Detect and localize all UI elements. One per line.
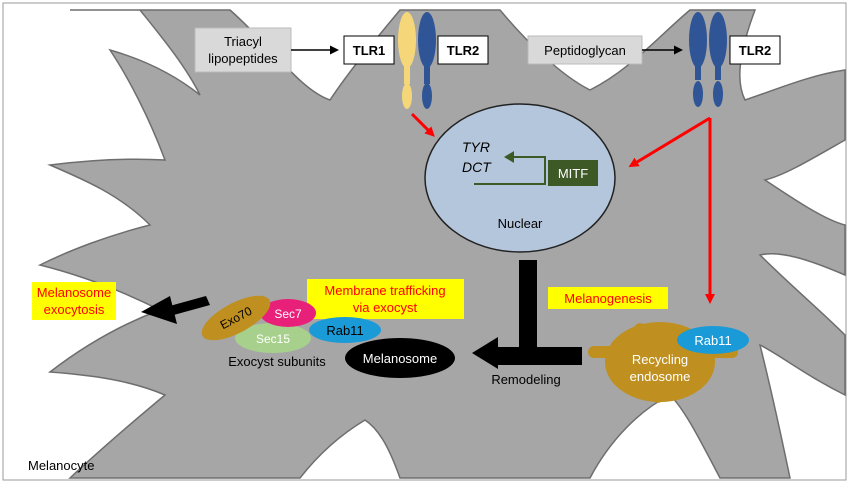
membrane-trafficking-line1: Membrane trafficking [324, 283, 445, 298]
membrane-trafficking-highlight: Membrane trafficking via exocyst [307, 279, 464, 319]
nucleus [424, 103, 616, 253]
endosome-label-line2: endosome [630, 369, 691, 384]
gene-tyr-label: TYR [462, 139, 490, 155]
membrane-trafficking-line2: via exocyst [353, 300, 418, 315]
tlr2-right-label-box: TLR2 [729, 35, 781, 65]
melanogenesis-label: Melanogenesis [564, 291, 652, 306]
rab11-endosome-label: Rab11 [694, 333, 731, 348]
sec7-subunit: Sec7 [260, 299, 316, 327]
tlr1-label-box: TLR1 [343, 35, 395, 65]
melanogenesis-highlight: Melanogenesis [548, 287, 668, 309]
tlr1-to-nucleus-arrow [410, 112, 435, 137]
tlr1-receptor-icon [398, 12, 416, 109]
exocytosis-label-line1: Melanosome [37, 285, 111, 300]
triacyl-label-line2: lipopeptides [208, 51, 278, 66]
peptidoglycan-label: Peptidoglycan [544, 43, 626, 58]
nucleus-label: Nuclear [498, 216, 543, 231]
gene-promoter-icon [474, 151, 546, 185]
triacyl-lipopeptides-box: Triacyl lipopeptides [194, 27, 292, 73]
triacyl-label-line1: Triacyl [224, 34, 262, 49]
tlr2-right-receptor-icon [689, 12, 727, 107]
tlr2-left-label: TLR2 [447, 43, 480, 58]
exocytosis-label-line2: exocytosis [44, 302, 105, 317]
peptidoglycan-box: Peptidoglycan [527, 35, 643, 65]
melanosome-exocytosis-highlight: Melanosome exocytosis [32, 282, 116, 320]
mitf-box: MITF [548, 160, 598, 186]
rab11-exocyst: Rab11 [309, 317, 381, 343]
tlr2-to-mitf-arrow [628, 116, 711, 168]
tlr1-label: TLR1 [353, 43, 386, 58]
tlr2-left-receptor-icon [418, 12, 436, 109]
gene-dct-label: DCT [462, 159, 492, 175]
remodeling-label: Remodeling [491, 372, 560, 387]
exocyst-subunits-label: Exocyst subunits [228, 354, 326, 369]
melanocyte-cell-body [37, 9, 846, 479]
sec15-subunit: Sec15 [235, 323, 311, 353]
melanosome: Melanosome [345, 338, 455, 378]
endosome-label-line1: Recycling [632, 352, 688, 367]
rab11-exocyst-label: Rab11 [326, 323, 363, 338]
remodeling-arrow [472, 337, 525, 369]
melanocyte-label: Melanocyte [28, 458, 94, 473]
mitf-label: MITF [558, 166, 588, 181]
tlr2-left-label-box: TLR2 [437, 35, 489, 65]
exocytosis-arrow [141, 296, 210, 324]
rab11-endosome: Rab11 [677, 326, 749, 354]
sec7-label: Sec7 [274, 307, 302, 321]
tlr2-right-label: TLR2 [739, 43, 772, 58]
exo70-subunit: Exo70 [201, 295, 271, 341]
sec15-label: Sec15 [256, 332, 290, 346]
melanosome-label: Melanosome [363, 351, 437, 366]
image-frame [2, 2, 847, 481]
